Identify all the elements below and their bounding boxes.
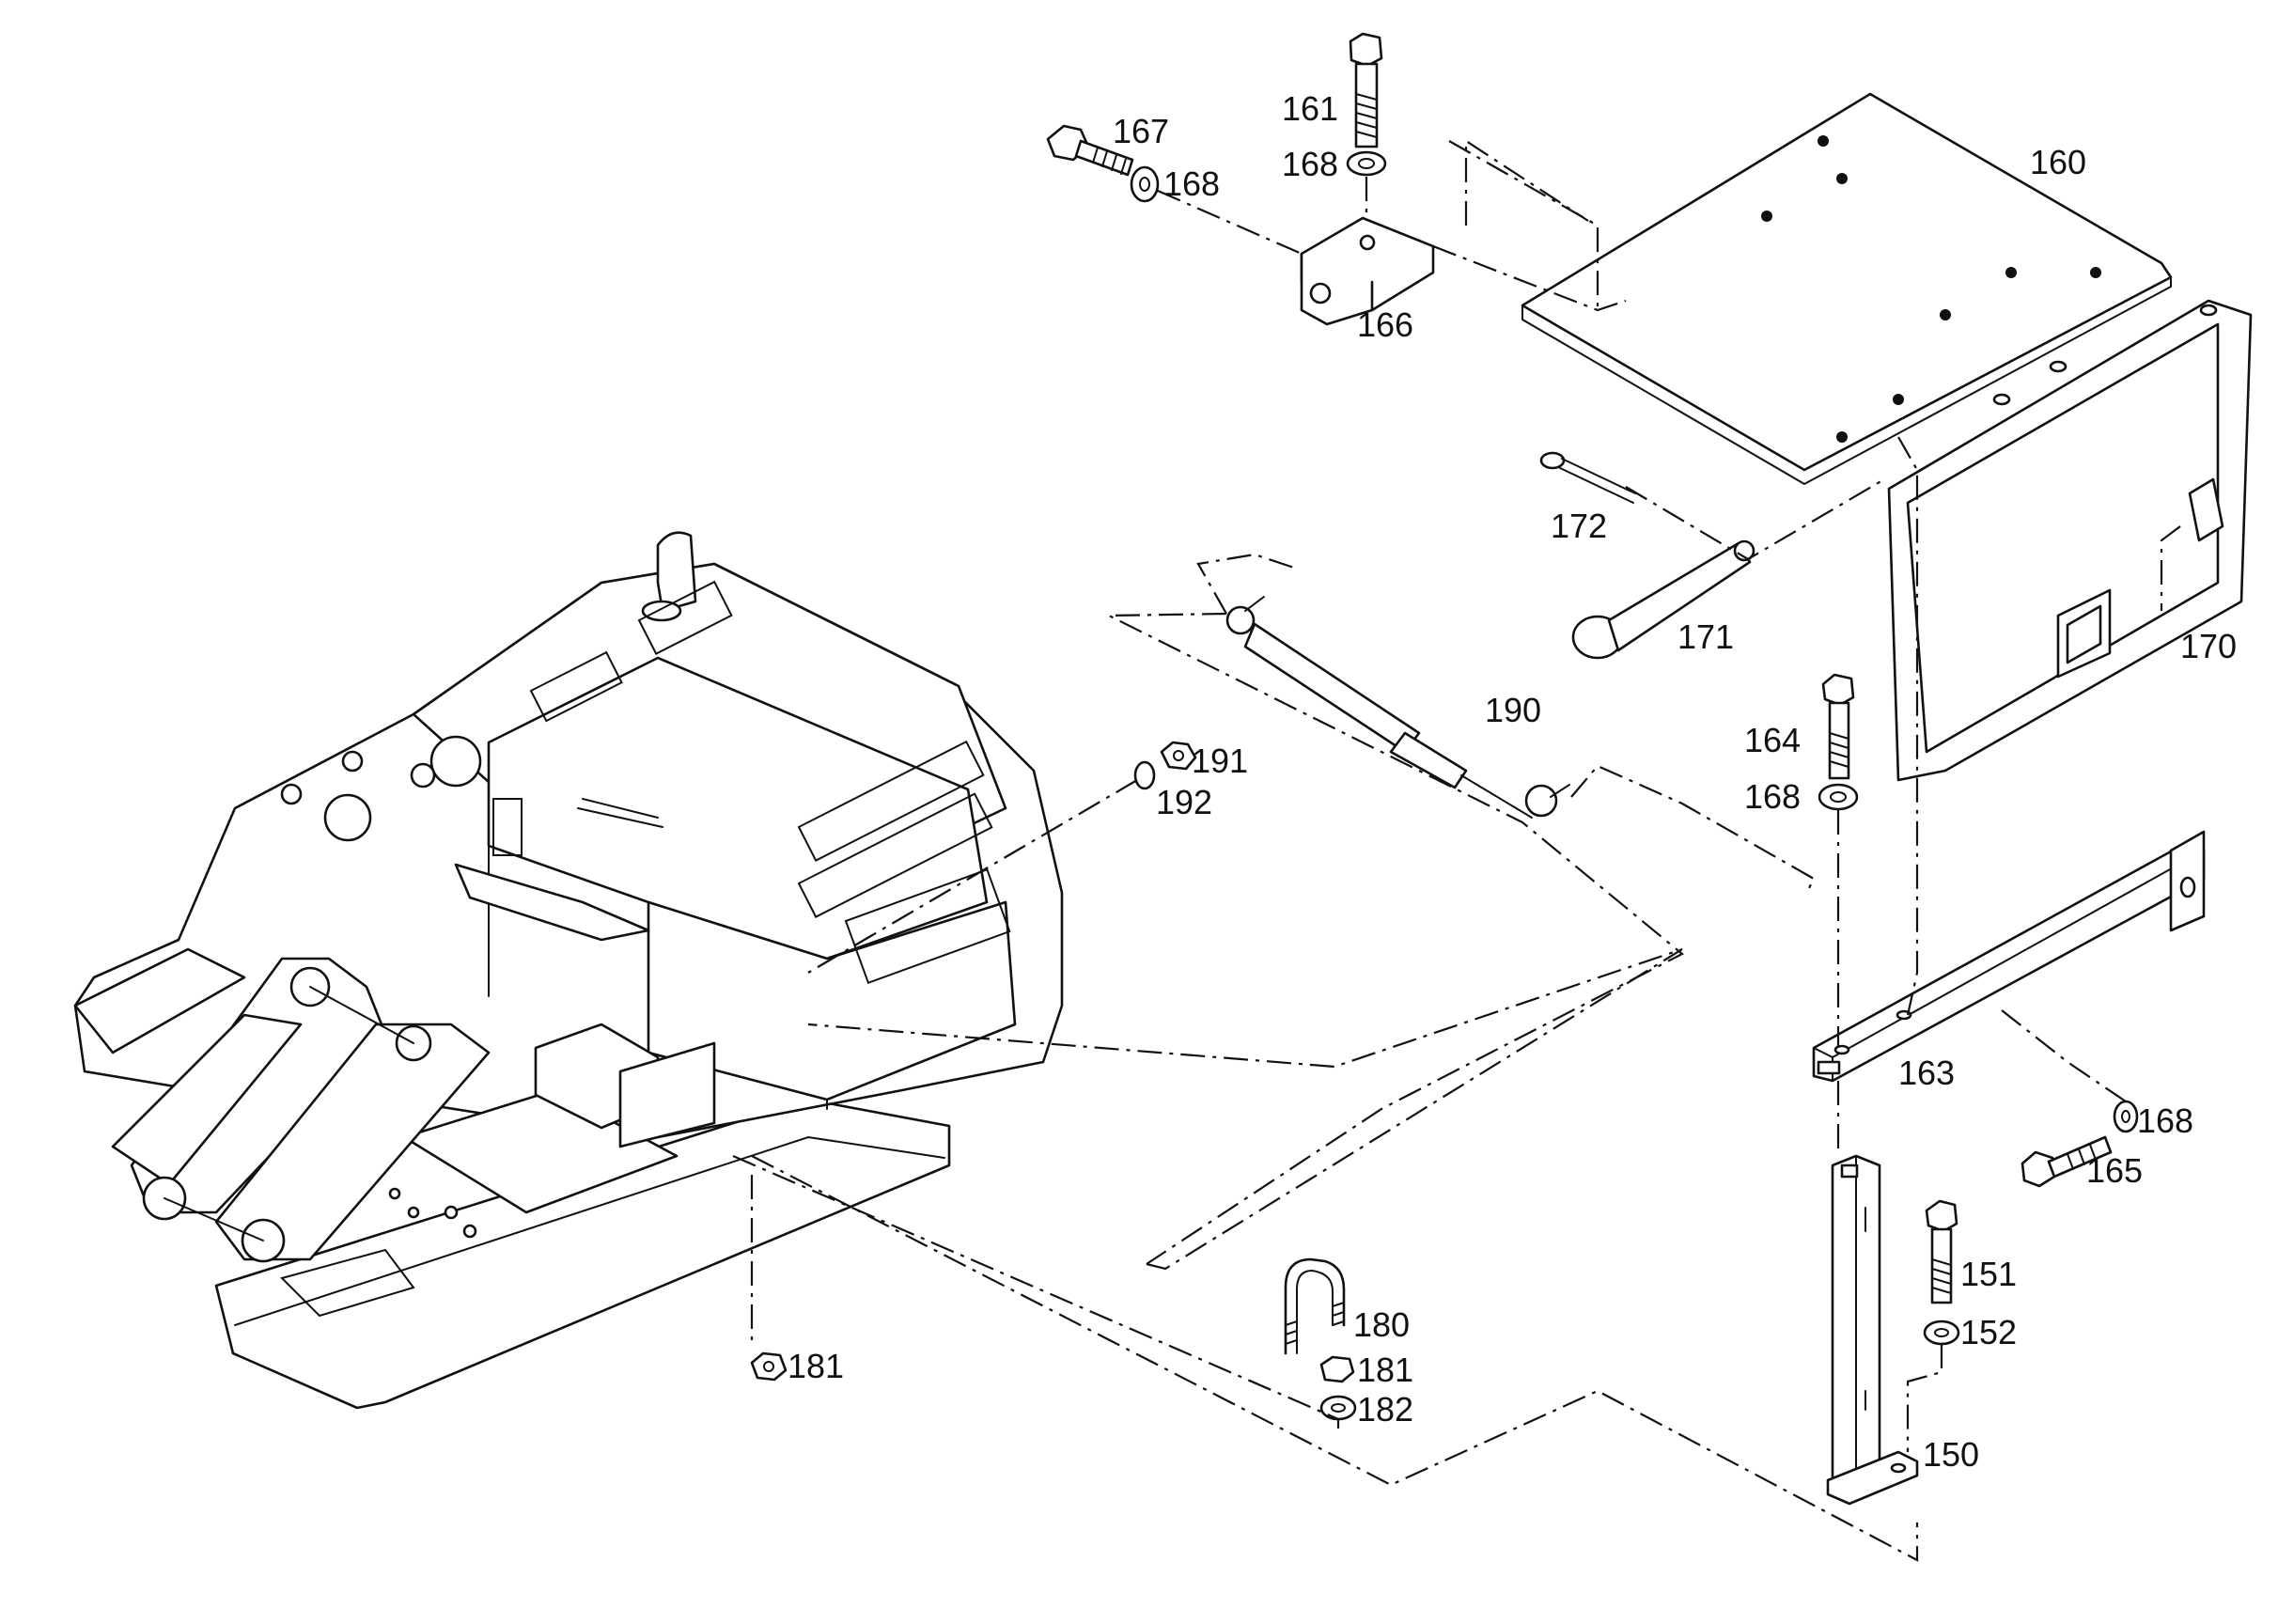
part-160-top-plate	[1521, 92, 2173, 486]
callout-168-mid: 168	[1744, 777, 1801, 816]
callout-152: 152	[1960, 1313, 2017, 1351]
part-170-door	[1887, 299, 2253, 782]
callout-167: 167	[1113, 112, 1169, 150]
callout-191: 191	[1192, 742, 1248, 780]
part-181-nut-ubolt	[1319, 1355, 1355, 1383]
part-171-pin	[1571, 539, 1755, 660]
part-172-cotter-pin	[1539, 451, 1636, 504]
part-168-washer-right	[2113, 1100, 2139, 1133]
part-191-nut	[1160, 741, 1197, 771]
part-161-bolt	[1349, 32, 1383, 148]
part-168-washer-top	[1346, 150, 1387, 177]
callout-160: 160	[2030, 143, 2086, 181]
callout-170: 170	[2180, 627, 2237, 665]
callout-181-ubolt: 181	[1357, 1351, 1413, 1389]
leader-lines	[732, 138, 2181, 1562]
part-166-bracket	[1300, 216, 1435, 326]
part-167-bolt	[1046, 124, 1134, 177]
callout-168-top: 168	[1282, 145, 1338, 183]
part-168-washer-left	[1130, 165, 1160, 203]
callout-180: 180	[1353, 1305, 1410, 1344]
part-150-post	[1826, 1154, 1919, 1506]
part-165-bolt	[2021, 1135, 2113, 1188]
callout-labels: 161 168 167 168 160 166 172 171 170 190 …	[788, 89, 2237, 1474]
callout-192: 192	[1156, 783, 1212, 821]
part-152-washer	[1923, 1320, 1960, 1346]
callout-190: 190	[1485, 691, 1541, 729]
callout-165: 165	[2086, 1151, 2143, 1190]
callout-150: 150	[1923, 1435, 1979, 1474]
part-182-washer	[1319, 1395, 1357, 1421]
callout-168-right: 168	[2137, 1101, 2193, 1140]
callout-151: 151	[1960, 1255, 2017, 1293]
callout-161: 161	[1282, 89, 1338, 128]
callout-166: 166	[1357, 305, 1413, 344]
callout-172: 172	[1551, 507, 1607, 545]
callout-171: 171	[1677, 617, 1734, 656]
part-181-nut-left	[750, 1351, 788, 1382]
part-151-bolt	[1925, 1199, 1958, 1304]
callout-164: 164	[1744, 721, 1801, 759]
part-168-washer-mid	[1818, 783, 1859, 811]
part-163-cross-beam	[1812, 830, 2206, 1083]
callout-163: 163	[1898, 1054, 1955, 1092]
callout-182: 182	[1357, 1390, 1413, 1429]
callout-168-left: 168	[1163, 164, 1220, 203]
part-180-u-bolt	[1284, 1257, 1346, 1355]
part-190-gas-strut	[1225, 596, 1570, 819]
part-192-washer	[1133, 760, 1156, 790]
callout-181-left: 181	[788, 1347, 844, 1385]
part-164-bolt	[1821, 673, 1855, 780]
machine-body	[73, 531, 1064, 1410]
